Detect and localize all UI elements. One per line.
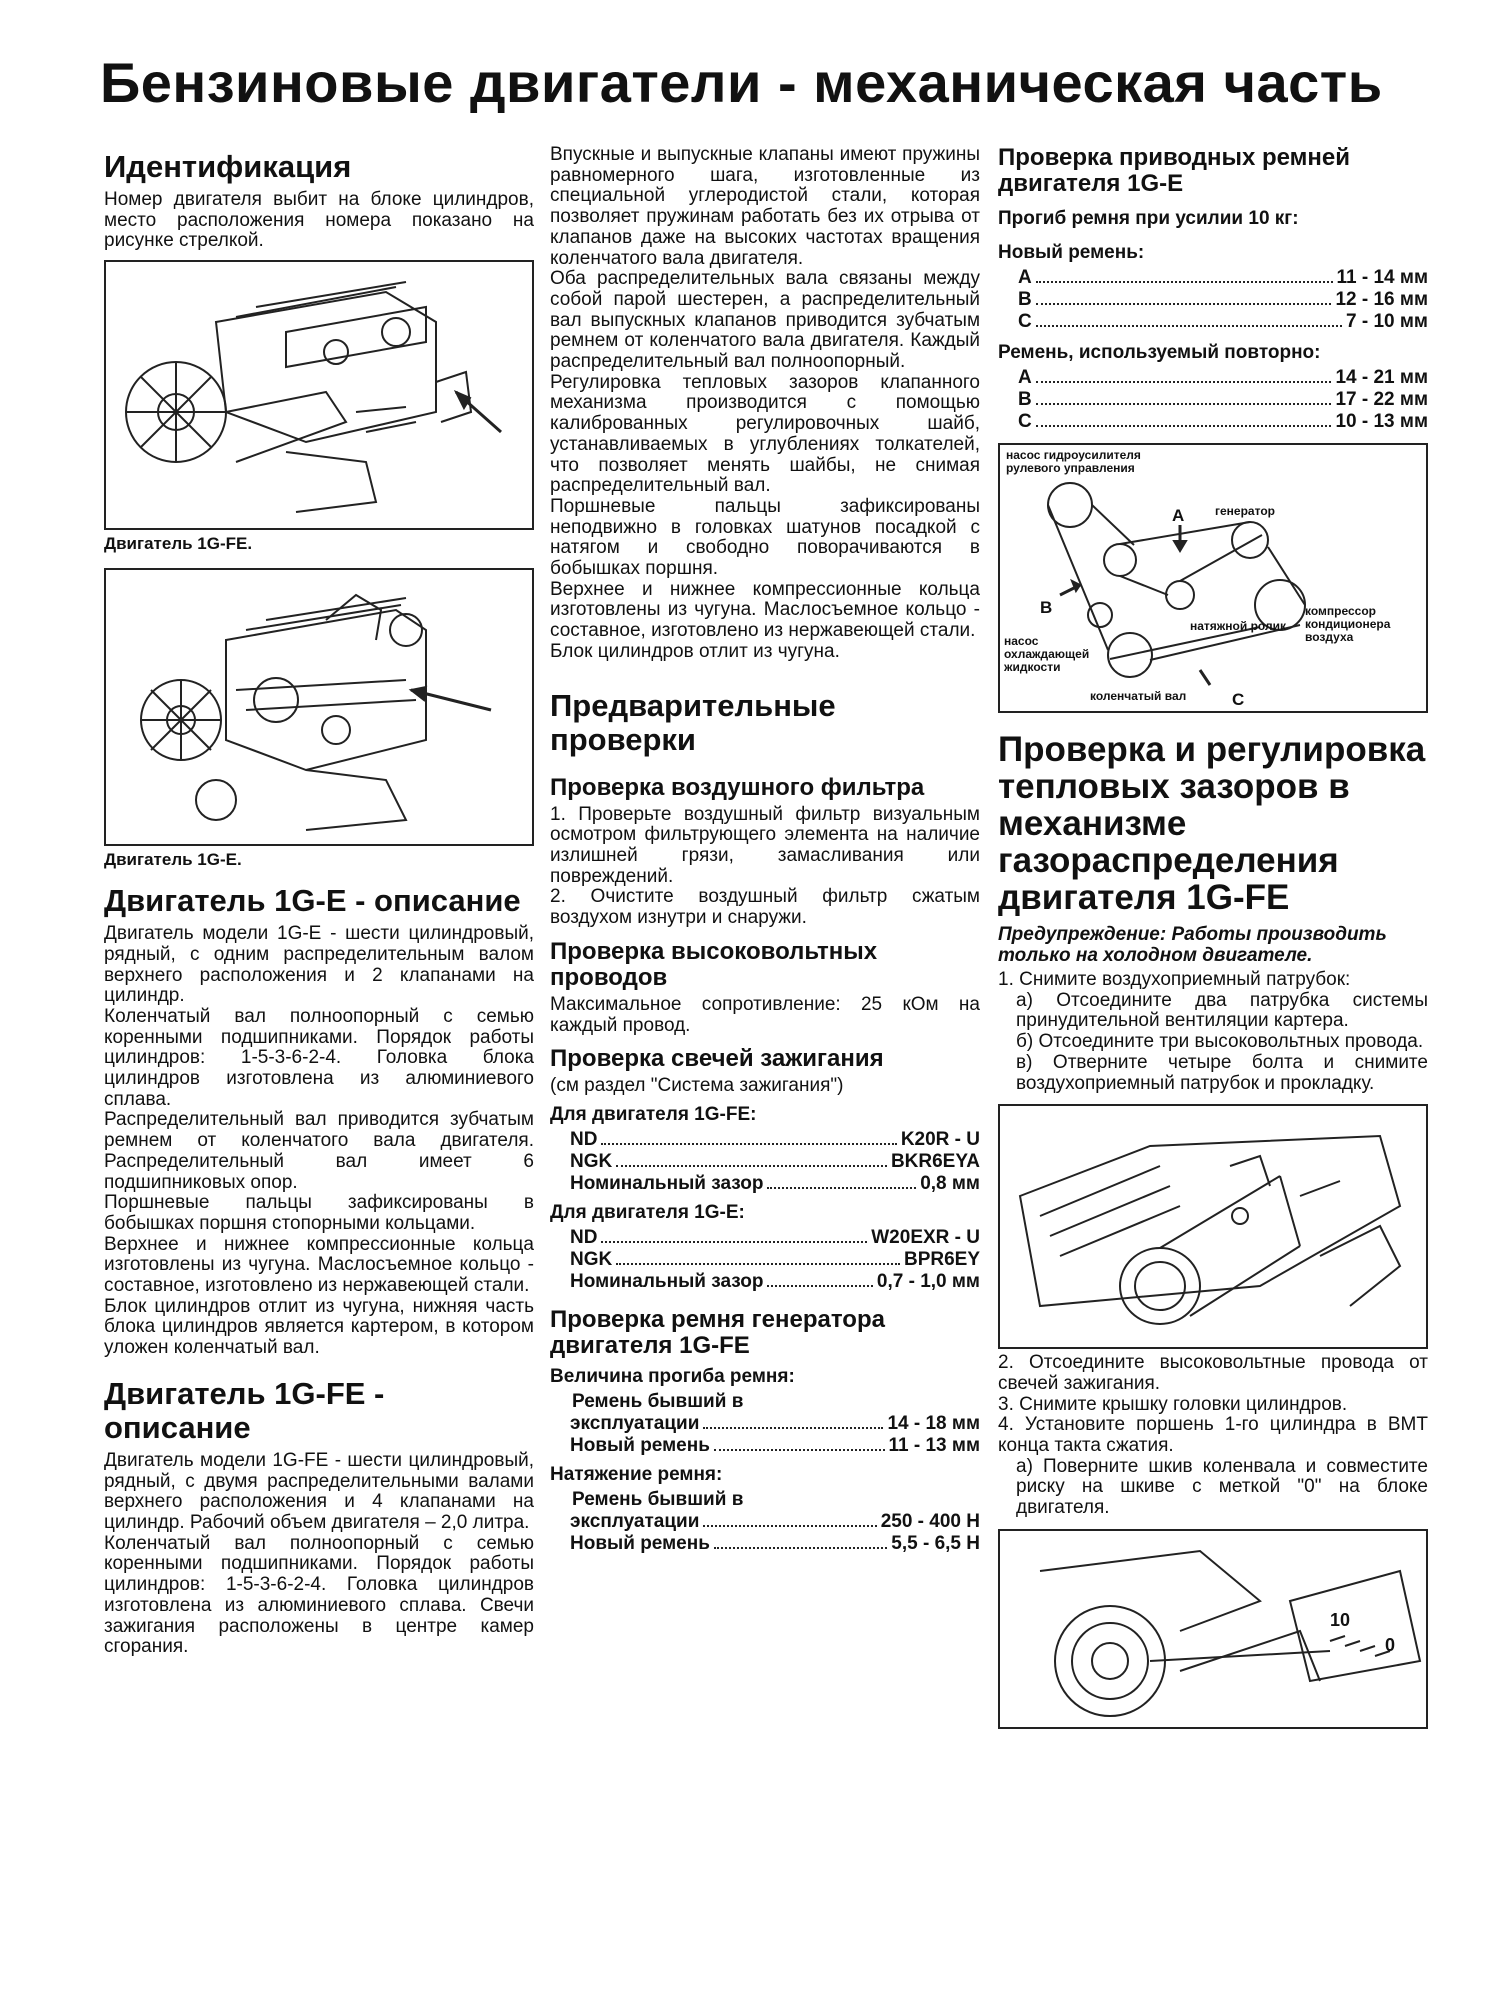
belts-reused-label: Ремень, используемый повторно: xyxy=(998,342,1321,363)
column-right: Проверка приводных ремней двигателя 1G-E… xyxy=(998,145,1428,1733)
step-3: 3. Снимите крышку головки цилиндров. xyxy=(998,1393,1348,1415)
figure-intake-removal xyxy=(998,1104,1428,1350)
heading-air-filter: Проверка воздушного фильтра xyxy=(550,773,925,801)
plugs-1gfe-label: Для двигателя 1G-FE: xyxy=(550,1103,757,1125)
timing-mark-drawing: 10 0 xyxy=(1039,1549,1422,1717)
col2-p1: Впускные и выпускные клапаны имеют пружи… xyxy=(550,144,980,269)
step-1b: б) Отсоедините три высоковольтных провод… xyxy=(1016,1031,1424,1053)
desc-1gfe-p2: Коленчатый вал полноопорный с семью коре… xyxy=(104,1532,534,1658)
label-a: A xyxy=(1172,506,1184,525)
step-1: 1. Снимите воздухоприемный патрубок: xyxy=(998,969,1351,990)
heading-valve-clearance: Проверка и регулировка тепловых зазоров … xyxy=(998,730,1426,917)
engine-1ge-drawing xyxy=(140,593,492,832)
figure1-caption: Двигатель 1G-FE. xyxy=(104,534,253,554)
page-title: Бензиновые двигатели - механическая част… xyxy=(100,51,1383,114)
figure-engine-1gfe xyxy=(104,260,534,531)
desc-1gfe-p1: Двигатель модели 1G-FE - шести цилиндров… xyxy=(104,1449,534,1533)
engine-1gfe-drawing xyxy=(125,281,502,514)
step-4a: а) Поверните шкив коленвала и совместите… xyxy=(1016,1455,1428,1519)
spec-used-belt-label: Ремень бывший в xyxy=(572,1488,744,1510)
air-filter-p1: 1. Проверьте воздушный фильтр визуальным… xyxy=(550,803,980,887)
belt-tension-label: Натяжение ремня: xyxy=(550,1463,723,1485)
col2-p3: Регулировка тепловых зазоров клапанного … xyxy=(550,371,980,497)
figure-timing-mark: 10 0 xyxy=(998,1528,1428,1729)
column-left: Идентификация Номер двигателя выбит на б… xyxy=(104,140,534,1658)
heading-hv-wires: Проверка высоковольтных проводов xyxy=(550,937,878,991)
mark-10: 10 xyxy=(1330,1610,1350,1630)
belts-force-label: Прогиб ремня при усилии 10 кг: xyxy=(998,208,1299,229)
intake-removal-drawing xyxy=(1018,1135,1402,1326)
plugs-1ge-label: Для двигателя 1G-E: xyxy=(550,1201,745,1223)
desc-1ge-p1: Двигатель модели 1G-E - шести цилиндровы… xyxy=(104,923,534,1007)
step-2: 2. Отсоедините высоковольтные провода от… xyxy=(998,1352,1428,1394)
desc-1ge-p2: Коленчатый вал полноопорный с семью коре… xyxy=(104,1005,534,1110)
desc-1ge-p4: Поршневые пальцы зафиксированы в бобышка… xyxy=(104,1192,534,1234)
label-tensioner: натяжной ролик xyxy=(1190,619,1287,633)
step-1c: в) Отверните четыре болта и снимите возд… xyxy=(1016,1051,1428,1094)
step-1a: а) Отсоедините два патрубка системы прин… xyxy=(1016,989,1428,1032)
col2-p2: Оба распределительных вала связаны между… xyxy=(550,268,980,373)
spec-used-belt-label: Ремень бывший в xyxy=(572,1390,744,1412)
heading-generator-belt: Проверка ремня генератора двигателя 1G-F… xyxy=(550,1305,885,1359)
heading-1gfe-description: Двигатель 1G-FE - описание xyxy=(104,1375,385,1445)
column-middle: Впускные и выпускные клапаны имеют пружи… xyxy=(550,144,980,1555)
mark-0: 0 xyxy=(1385,1635,1395,1655)
heading-spark-plugs: Проверка свечей зажигания xyxy=(550,1045,884,1073)
step-4: 4. Установите поршень 1-го цилиндра в ВМ… xyxy=(998,1414,1428,1457)
spark-plugs-ref: (см раздел "Система зажигания") xyxy=(550,1075,844,1097)
identification-text: Номер двигателя выбит на блоке цилиндров… xyxy=(104,189,534,252)
col2-p6: Блок цилиндров отлит из чугуна. xyxy=(550,640,840,662)
col2-p4: Поршневые пальцы зафиксированы неподвижн… xyxy=(550,495,980,580)
belts-new-label: Новый ремень: xyxy=(998,242,1145,263)
belt-deflection-label: Величина прогиба ремня: xyxy=(550,1365,795,1387)
label-crankshaft: коленчатый вал xyxy=(1090,689,1186,703)
figure-engine-1ge xyxy=(104,568,534,847)
heading-identification: Идентификация xyxy=(104,149,352,184)
heading-drive-belts: Проверка приводных ремней двигателя 1G-E xyxy=(998,144,1351,197)
desc-1ge-p6: Блок цилиндров отлит из чугуна, нижняя ч… xyxy=(104,1295,534,1359)
warning-text: Предупреждение: Работы производить тольк… xyxy=(998,924,1387,966)
label-generator: генератор xyxy=(1215,504,1275,518)
desc-1ge-p5: Верхнее и нижнее компрессионные кольца и… xyxy=(104,1233,534,1297)
figure2-caption: Двигатель 1G-E. xyxy=(104,850,242,870)
heading-preliminary: Предварительные проверки xyxy=(550,687,836,757)
air-filter-p2: 2. Очистите воздушный фильтр сжатым возд… xyxy=(550,886,980,929)
desc-1ge-p3: Распределительный вал приводится зубчаты… xyxy=(104,1109,534,1193)
label-b: B xyxy=(1040,598,1052,617)
hv-wires-text: Максимальное сопротивление: 25 кОм на ка… xyxy=(550,993,980,1036)
heading-1ge-description: Двигатель 1G-E - описание xyxy=(104,883,521,919)
col2-p5: Верхнее и нижнее компрессионные кольца и… xyxy=(550,578,980,642)
label-c: C xyxy=(1232,690,1244,709)
